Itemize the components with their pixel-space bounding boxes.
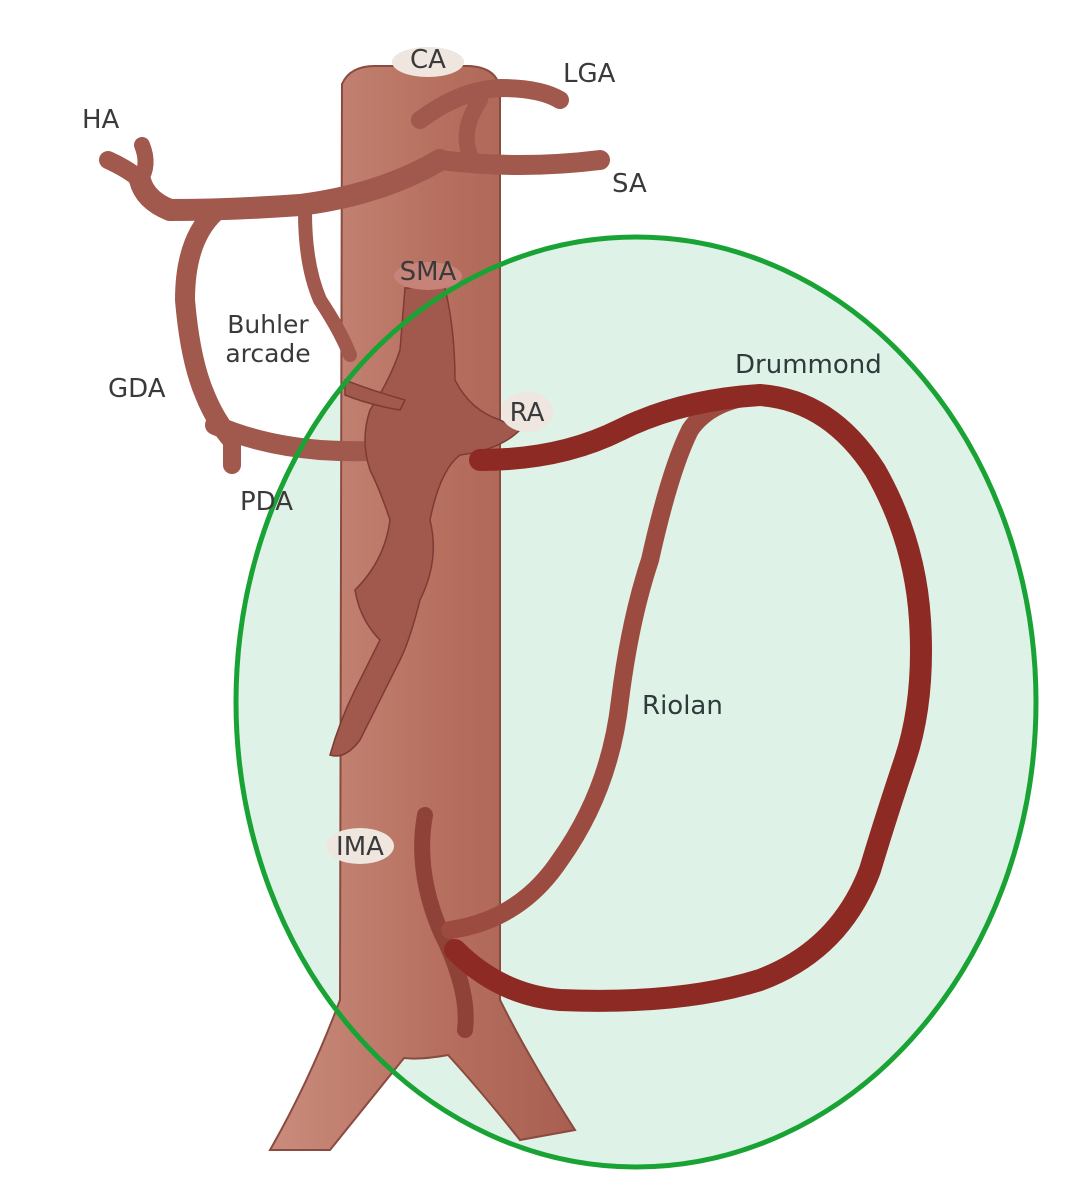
ima-label-bg <box>326 828 394 864</box>
arc-of-riolan <box>441 386 769 939</box>
buhler-arcade-vessel <box>298 205 357 362</box>
label-buhler-line1: Buhler <box>227 310 309 339</box>
ca-label-bg <box>392 47 464 77</box>
label-riolan: Riolan <box>642 691 723 721</box>
label-ima: IMA <box>336 832 384 862</box>
sma-side-branch-left <box>344 378 407 411</box>
label-lga: LGA <box>563 59 616 89</box>
label-sma: SMA <box>400 257 457 287</box>
label-ha: HA <box>82 105 120 135</box>
inferior-mesenteric-artery <box>414 807 474 1038</box>
splenic-artery <box>430 150 610 175</box>
sma-label-bg <box>394 262 462 290</box>
gastroduodenal-artery <box>175 202 242 450</box>
label-sa: SA <box>612 169 647 199</box>
left-gastric-artery <box>411 79 569 129</box>
label-ra: RA <box>510 398 545 428</box>
lga-loop <box>458 92 488 163</box>
common-hepatic-artery <box>129 149 451 221</box>
hepatic-artery-branch-2 <box>132 137 154 188</box>
marginal-artery-of-drummond <box>444 383 932 1012</box>
label-drummond: Drummond <box>735 350 882 380</box>
ima-vessels <box>414 807 474 1038</box>
ra-label-bg <box>501 392 553 432</box>
label-ca: CA <box>410 45 446 75</box>
label-gda: GDA <box>108 374 166 404</box>
label-pda: PDA <box>240 487 293 517</box>
label-buhler-line2: arcade <box>225 339 310 368</box>
buhler-label-bg <box>218 310 318 370</box>
celiac-branches <box>99 79 610 474</box>
sma-branches <box>329 287 522 757</box>
highlight-circle-outline <box>233 234 1039 1170</box>
